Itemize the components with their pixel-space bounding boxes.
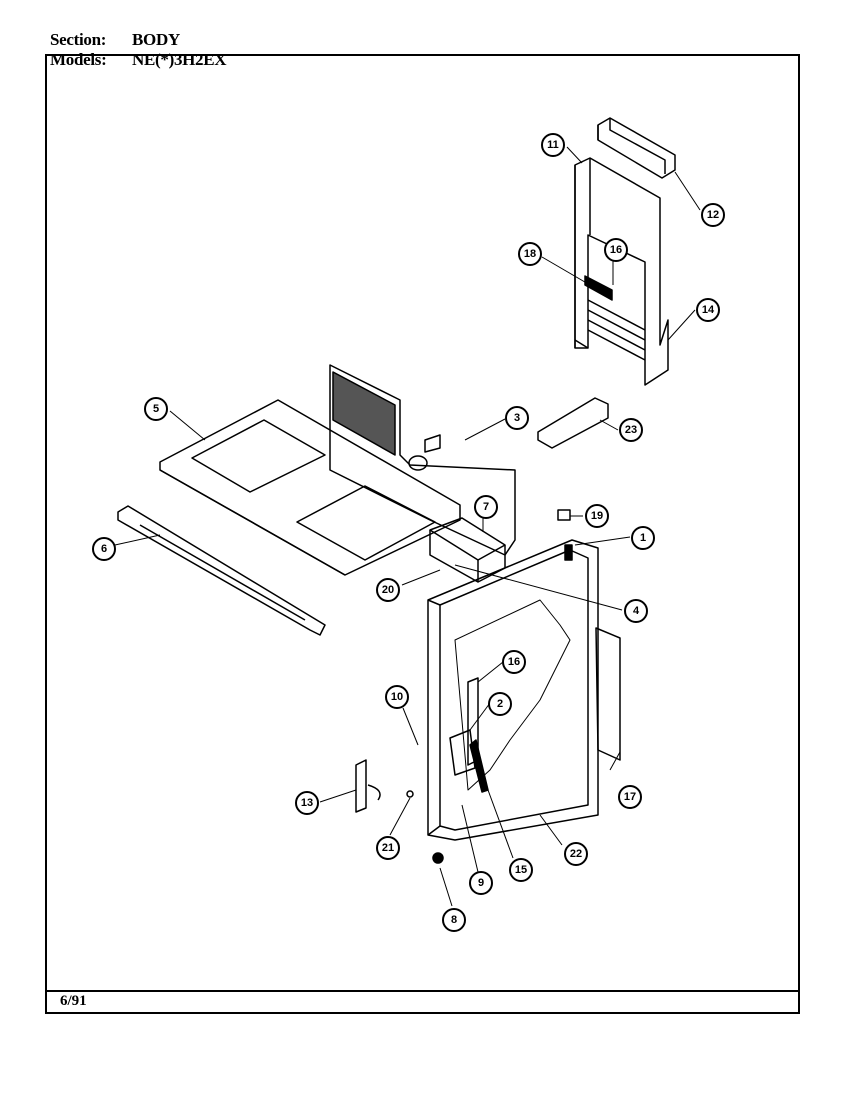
callout-circle (502, 650, 526, 674)
diagram-frame (45, 54, 800, 1014)
callout-17: 17 (618, 785, 642, 809)
callout-number: 7 (483, 501, 489, 513)
callout-circle (696, 298, 720, 322)
callout-circle (92, 537, 116, 561)
callout-2: 2 (488, 692, 512, 716)
callout-circle (624, 599, 648, 623)
callout-circle (295, 791, 319, 815)
callout-number: 14 (702, 304, 715, 316)
callout-9: 9 (469, 871, 493, 895)
callout-number: 17 (624, 791, 636, 803)
callout-number: 12 (707, 209, 719, 221)
callout-circle (518, 242, 542, 266)
callout-circle (376, 578, 400, 602)
callout-number: 18 (524, 248, 536, 260)
callout-number: 1 (640, 532, 646, 544)
callout-number: 4 (633, 605, 640, 617)
callout-4: 4 (624, 599, 648, 623)
callout-circle (469, 871, 493, 895)
part-side-rail (595, 627, 621, 761)
callout-number: 23 (625, 424, 637, 436)
part-hinge (355, 759, 381, 813)
callout-circle (474, 495, 498, 519)
part-small-clip (557, 509, 571, 521)
callout-number: 16 (508, 656, 520, 668)
callout-23: 23 (619, 418, 643, 442)
callout-circle (701, 203, 725, 227)
callout-11: 11 (541, 133, 565, 157)
callout-12: 12 (701, 203, 725, 227)
callout-3: 3 (505, 406, 529, 430)
callout-13: 13 (295, 791, 319, 815)
callout-18: 18 (518, 242, 542, 266)
callout-number: 3 (514, 412, 520, 424)
callout-circle (631, 526, 655, 550)
callout-circle (541, 133, 565, 157)
section-value: BODY (132, 30, 180, 49)
part-hinge-hardware (449, 677, 489, 793)
callout-5: 5 (144, 397, 168, 421)
part-top-panel (159, 399, 461, 576)
revision-date: 6/91 (60, 993, 87, 1009)
callout-number: 8 (451, 914, 457, 926)
callout-circle (604, 238, 628, 262)
callout-number: 2 (497, 698, 503, 710)
footer-rule (45, 990, 800, 992)
callout-20: 20 (376, 578, 400, 602)
callout-number: 9 (478, 877, 484, 889)
part-angle-bracket (537, 397, 609, 449)
callout-number: 5 (153, 403, 159, 415)
part-front-rail (117, 505, 326, 636)
callout-circle (585, 504, 609, 528)
callout-number: 6 (101, 543, 107, 555)
callout-number: 13 (301, 797, 313, 809)
section-label: Section: (50, 30, 107, 49)
callout-number: 20 (382, 584, 394, 596)
callout-circle (442, 908, 466, 932)
callout-10: 10 (385, 685, 409, 709)
callout-circle (564, 842, 588, 866)
part-fastener-8 (432, 852, 444, 864)
callout-number: 15 (515, 864, 527, 876)
callout-circle (376, 836, 400, 860)
callout-number: 10 (391, 691, 403, 703)
part-fastener-21 (406, 790, 414, 798)
callout-1: 1 (631, 526, 655, 550)
callout-number: 19 (591, 510, 603, 522)
callout-circle (385, 685, 409, 709)
callout-circle (509, 858, 533, 882)
callout-number: 22 (570, 848, 582, 860)
part-back-panel (574, 157, 669, 386)
callout-circle (144, 397, 168, 421)
callout-22: 22 (564, 842, 588, 866)
callout-number: 16 (610, 244, 622, 256)
callout-8: 8 (442, 908, 466, 932)
callout-circle (505, 406, 529, 430)
leader-lines (114, 146, 701, 907)
part-back-wall (329, 364, 516, 556)
callout-15: 15 (509, 858, 533, 882)
callout-number: 21 (382, 842, 394, 854)
callout-circle (619, 418, 643, 442)
callout-16-2: 16 (502, 650, 526, 674)
part-front-frame (427, 539, 599, 841)
callout-21: 21 (376, 836, 400, 860)
callout-19: 19 (585, 504, 609, 528)
callout-circle (488, 692, 512, 716)
callout-6: 6 (92, 537, 116, 561)
callout-7: 7 (474, 495, 498, 519)
callout-number: 11 (547, 139, 559, 151)
callout-circle (618, 785, 642, 809)
callout-14: 14 (696, 298, 720, 322)
part-top-bracket (597, 117, 676, 179)
callout-16: 16 (604, 238, 628, 262)
